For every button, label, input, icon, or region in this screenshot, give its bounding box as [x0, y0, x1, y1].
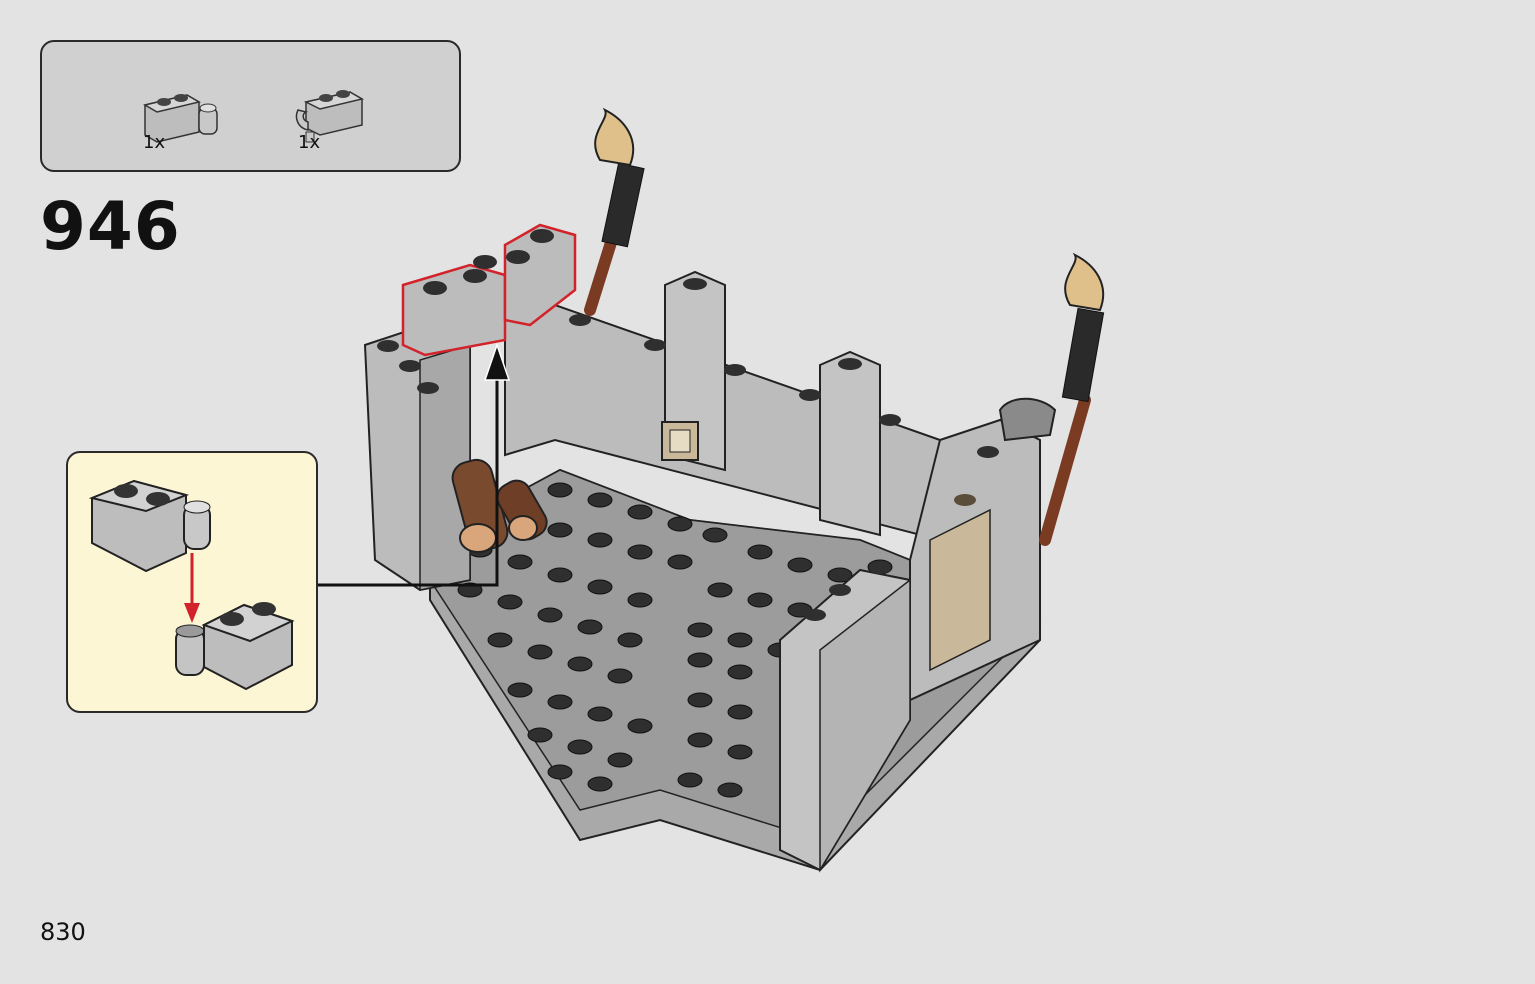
new-bricks-highlight [401, 223, 577, 357]
callout-connector-line [318, 365, 499, 587]
torch-left [584, 107, 645, 316]
insert-arrow-icon [483, 342, 511, 381]
part-item: 1x [137, 60, 257, 160]
parts-list-box: 1x 1x [40, 40, 461, 172]
plate-studs [457, 482, 893, 798]
pillar [819, 350, 881, 537]
brick-1x2-with-clip-icon [295, 90, 364, 143]
part-quantity: 1x [143, 132, 166, 153]
sub-assembly-callout [66, 451, 318, 713]
tan-door-frame [929, 508, 991, 672]
torch-right [998, 252, 1105, 546]
hinge-assembly-diagram [88, 479, 295, 691]
part-item: 1x [292, 60, 412, 160]
brick-1x2-with-hinge-icon [143, 94, 218, 143]
step-number: 946 [40, 188, 181, 265]
log-pile [451, 458, 548, 553]
page-number: 830 [40, 918, 86, 946]
part-quantity: 1x [298, 132, 321, 153]
